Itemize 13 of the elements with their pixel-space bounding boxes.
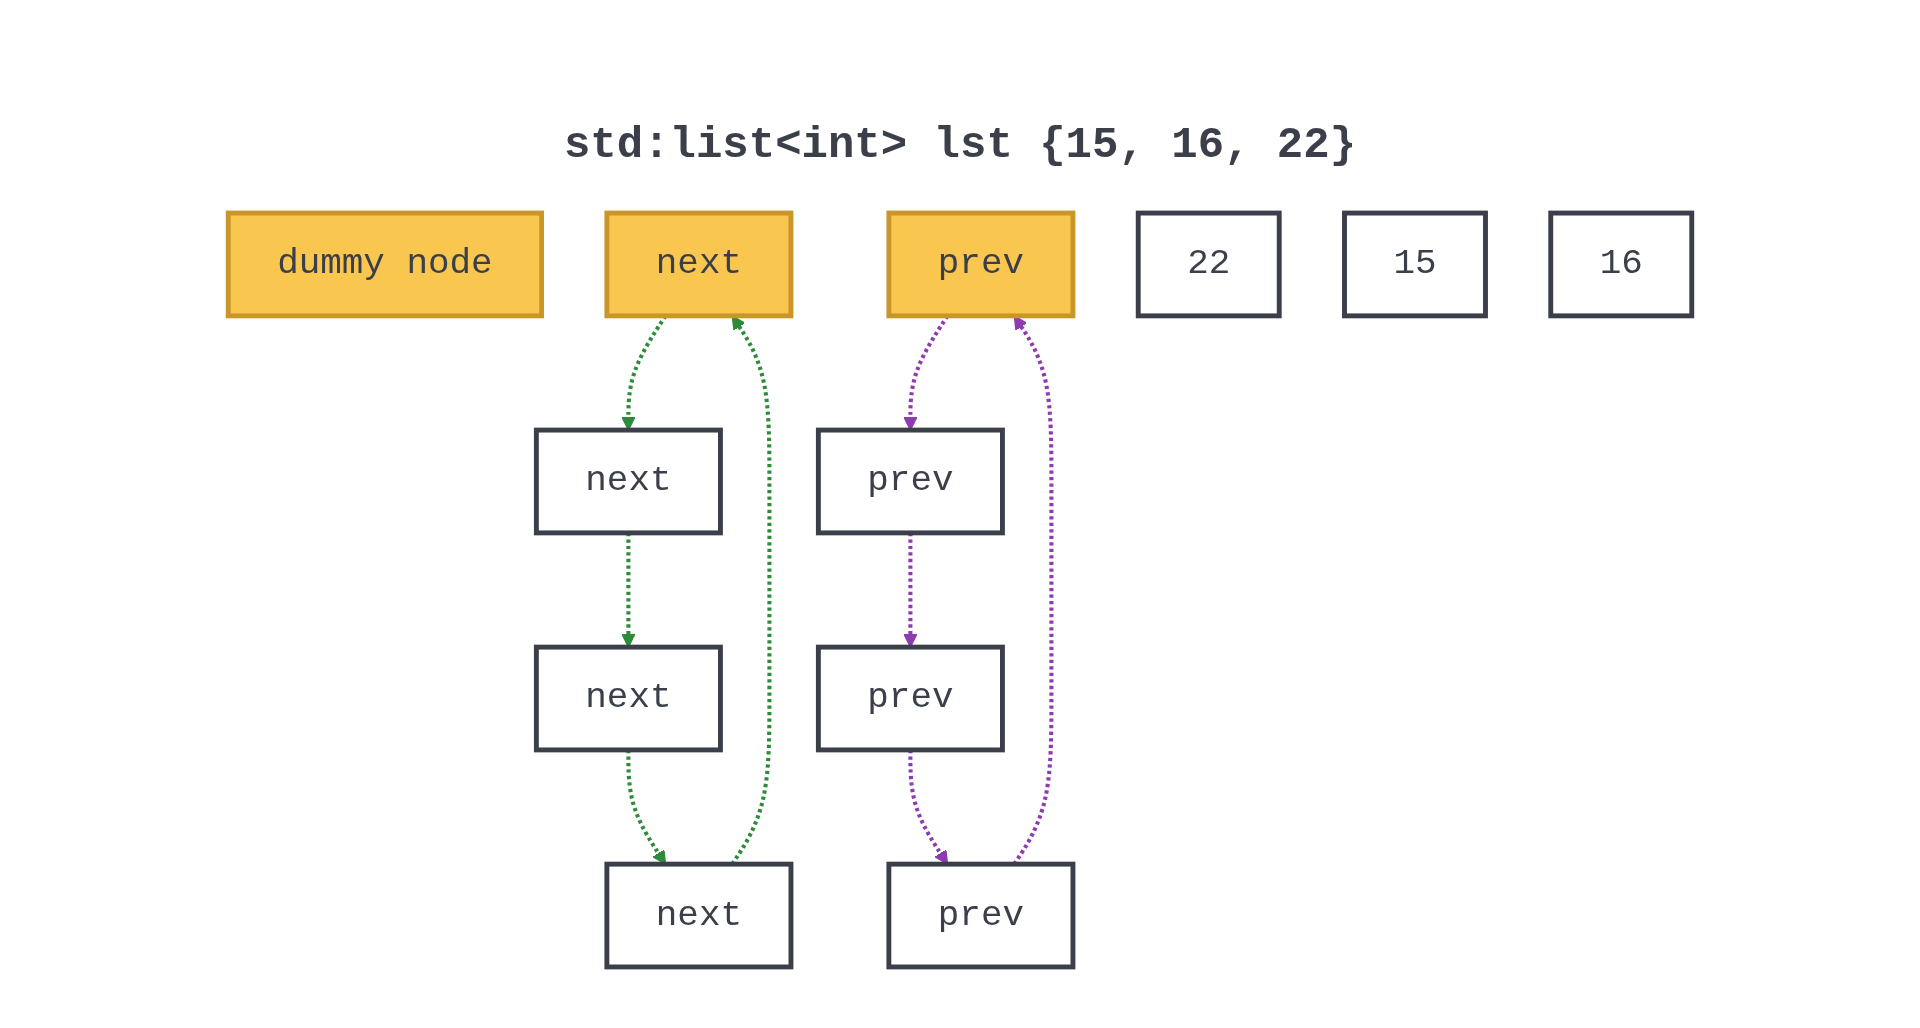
node-box: next	[604, 210, 794, 319]
node-box: 22	[1135, 210, 1282, 319]
node-box: prev	[815, 644, 1005, 753]
node-box: next	[533, 427, 723, 536]
node-box: next	[533, 644, 723, 753]
node-box: 16	[1548, 210, 1695, 319]
node-box: next	[604, 861, 794, 970]
diagram-title: std:list<int> lst {15, 16, 22}	[563, 120, 1357, 170]
node-box: prev	[886, 210, 1076, 319]
node-box: prev	[886, 861, 1076, 970]
node-box: dummy node	[225, 210, 545, 319]
node-box: prev	[815, 427, 1005, 536]
node-box: 15	[1342, 210, 1488, 319]
